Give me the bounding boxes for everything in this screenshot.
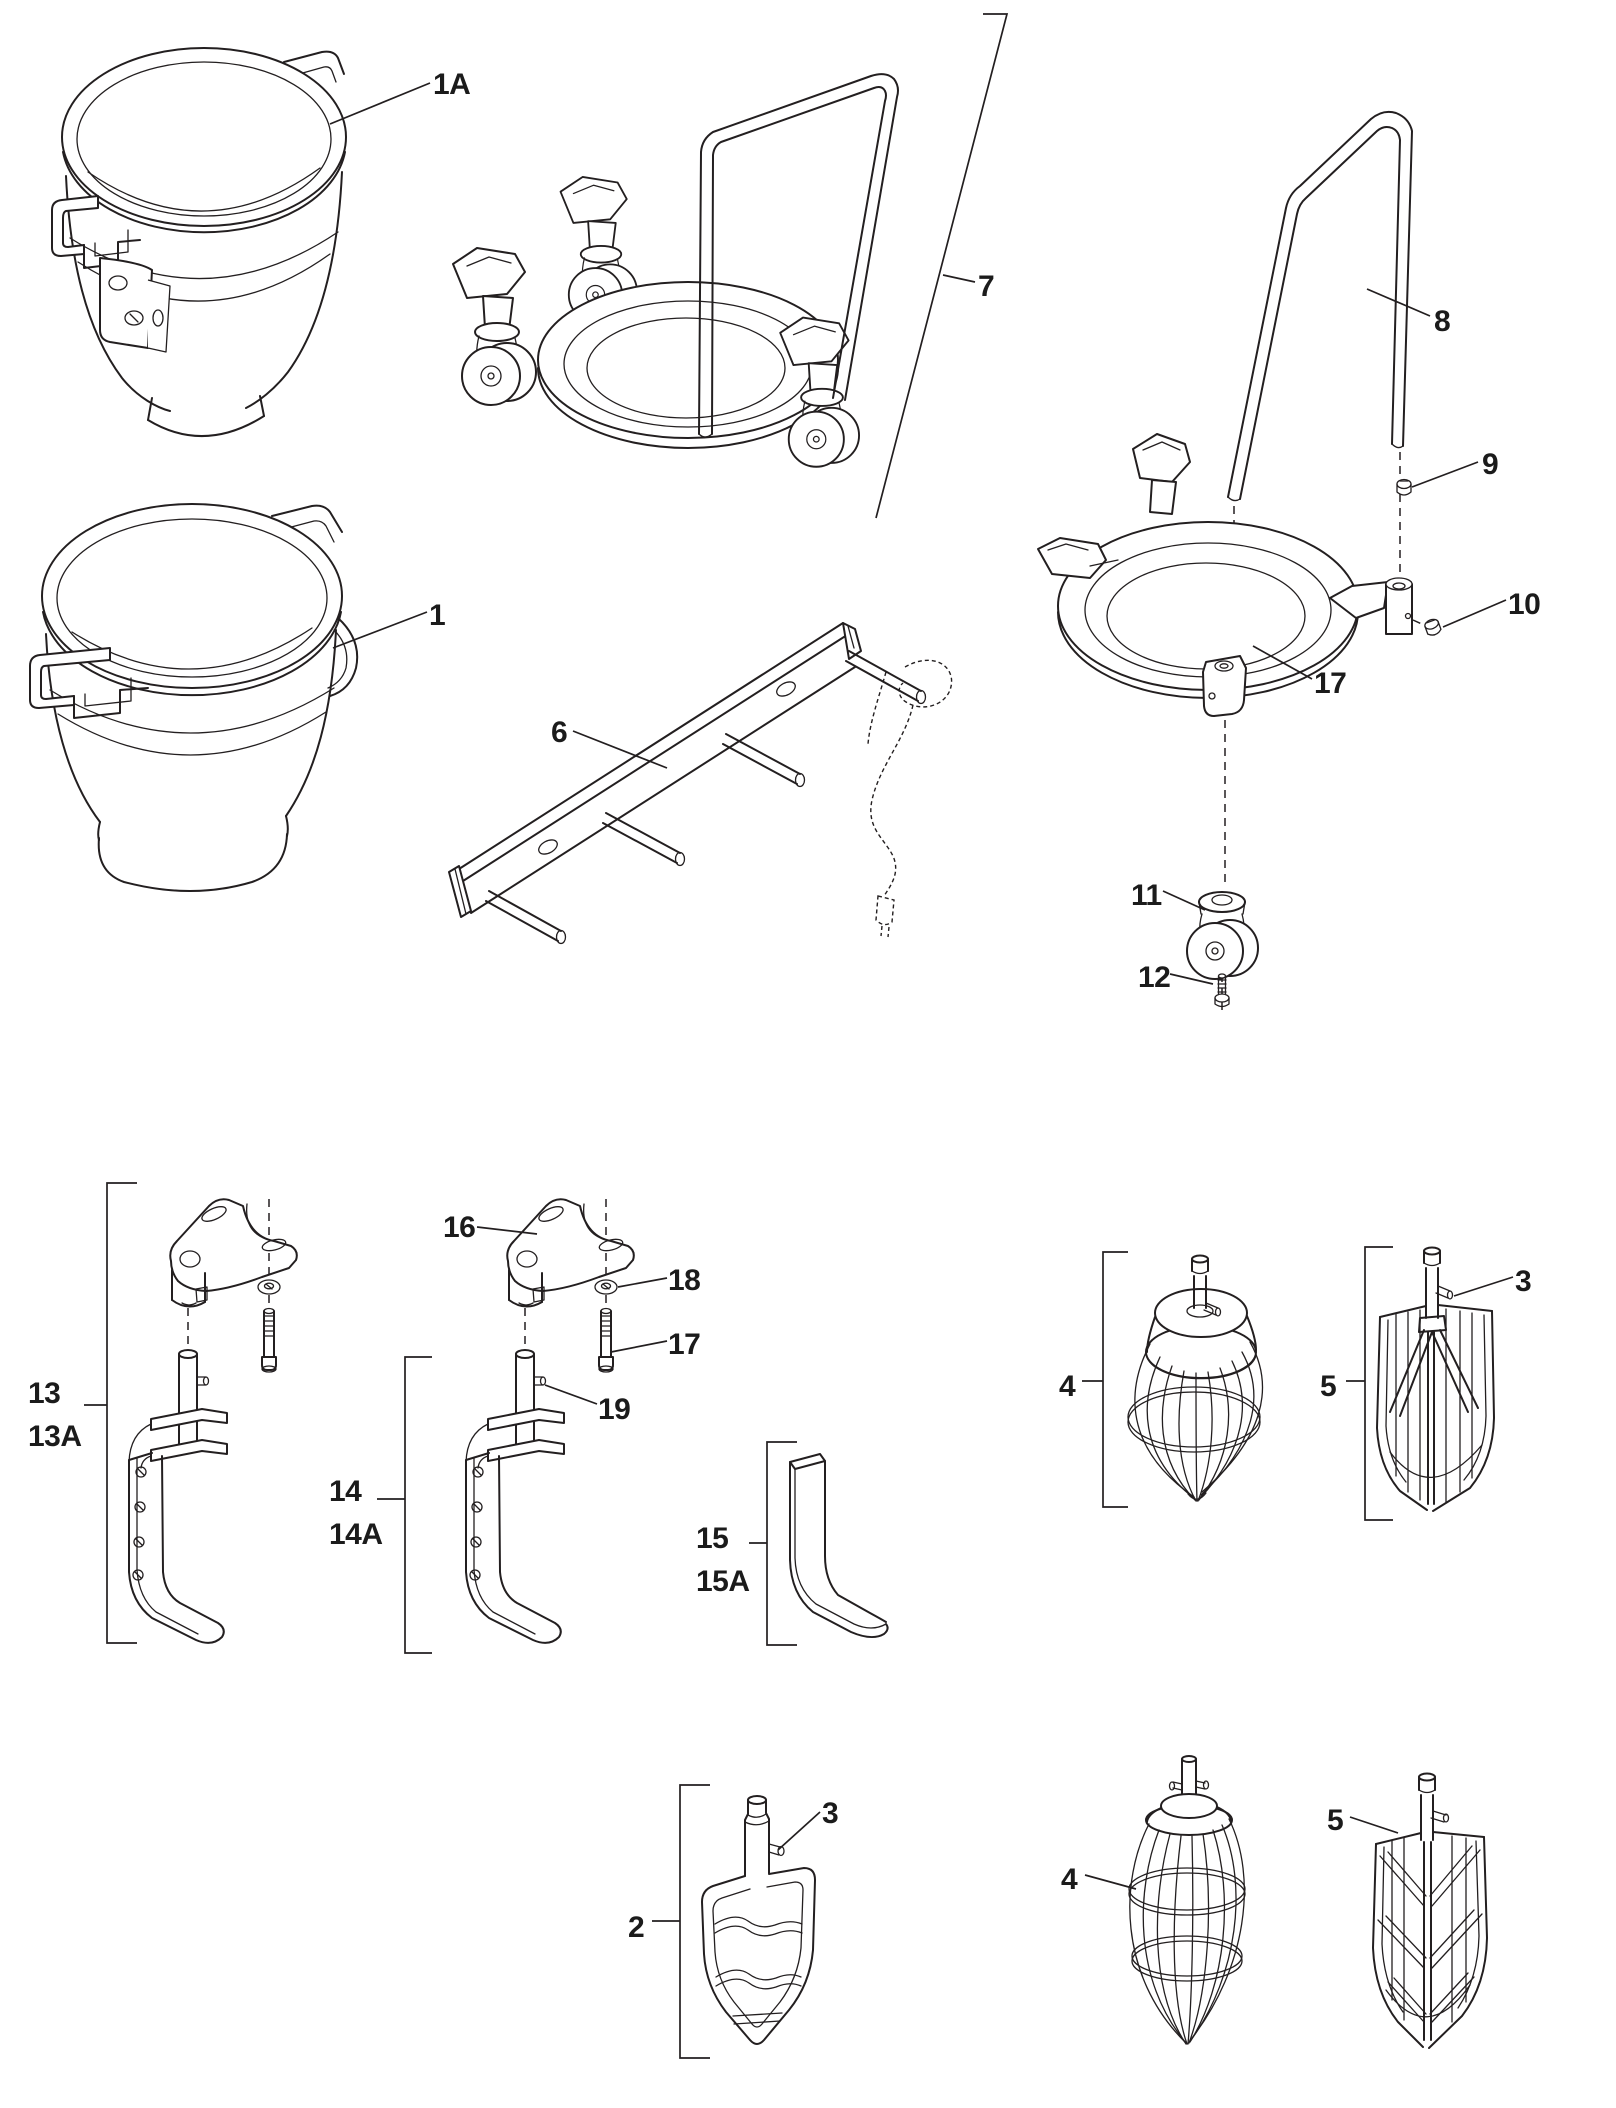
bowl-truck-8-exploded-drawing bbox=[1037, 110, 1442, 1012]
callout-7: 7 bbox=[978, 270, 995, 303]
callout-5-bottom: 5 bbox=[1327, 1804, 1344, 1837]
callout-11: 11 bbox=[1131, 879, 1162, 912]
caster-11-drawing bbox=[1186, 891, 1259, 980]
callout-3-beater: 3 bbox=[822, 1797, 839, 1830]
callout-17-bolt: 17 bbox=[668, 1328, 701, 1361]
set-screw-10-drawing bbox=[1424, 618, 1442, 636]
callout-17-ring: 17 bbox=[1314, 667, 1347, 700]
agitator-rack-6-drawing bbox=[448, 622, 953, 945]
scraper-15-drawing bbox=[789, 1453, 889, 1638]
callout-12: 12 bbox=[1138, 961, 1171, 994]
wing-whip-5-mid-drawing bbox=[1376, 1246, 1495, 1512]
set-screw-9-drawing bbox=[1396, 478, 1412, 496]
wire-whip-4-bottom-drawing bbox=[1128, 1755, 1246, 2045]
callout-14: 14 bbox=[329, 1475, 362, 1508]
callout-18: 18 bbox=[668, 1264, 701, 1297]
callout-15-15a: 15 15A bbox=[696, 1518, 750, 1603]
wire-whip-4-mid-drawing bbox=[1127, 1254, 1263, 1502]
callout-1: 1 bbox=[429, 599, 446, 632]
callout-3-whip: 3 bbox=[1515, 1265, 1532, 1298]
callout-13: 13 bbox=[28, 1377, 61, 1410]
callout-15a: 15A bbox=[696, 1564, 750, 1598]
callout-5-mid: 5 bbox=[1320, 1370, 1337, 1403]
bowl-1a-drawing bbox=[51, 47, 347, 437]
callout-9: 9 bbox=[1482, 448, 1499, 481]
callout-10: 10 bbox=[1508, 588, 1541, 621]
caster-screw-12-drawing bbox=[1214, 973, 1230, 1008]
bowl-truck-7-drawing bbox=[452, 73, 899, 468]
callout-14-14a: 14 14A bbox=[329, 1471, 383, 1556]
wing-whip-5-bottom-drawing bbox=[1372, 1772, 1488, 2049]
bowl-1-drawing bbox=[29, 503, 359, 892]
callout-1a: 1A bbox=[433, 68, 471, 101]
callout-2: 2 bbox=[628, 1911, 645, 1944]
callout-14a: 14A bbox=[329, 1517, 383, 1551]
callout-leader-lines bbox=[84, 13, 1514, 2059]
callout-16: 16 bbox=[443, 1211, 476, 1244]
callout-19: 19 bbox=[598, 1393, 631, 1426]
callout-15: 15 bbox=[696, 1522, 729, 1555]
callout-4-bottom: 4 bbox=[1061, 1863, 1078, 1896]
dough-hook-13-drawing bbox=[128, 1198, 298, 1644]
power-cord-drawing bbox=[867, 659, 953, 938]
callout-4-mid: 4 bbox=[1059, 1370, 1076, 1403]
flat-beater-2-drawing bbox=[701, 1795, 816, 2045]
callout-13a: 13A bbox=[28, 1419, 82, 1453]
callout-6: 6 bbox=[551, 716, 568, 749]
callout-8: 8 bbox=[1434, 305, 1451, 338]
callout-13-13a: 13 13A bbox=[28, 1373, 82, 1458]
